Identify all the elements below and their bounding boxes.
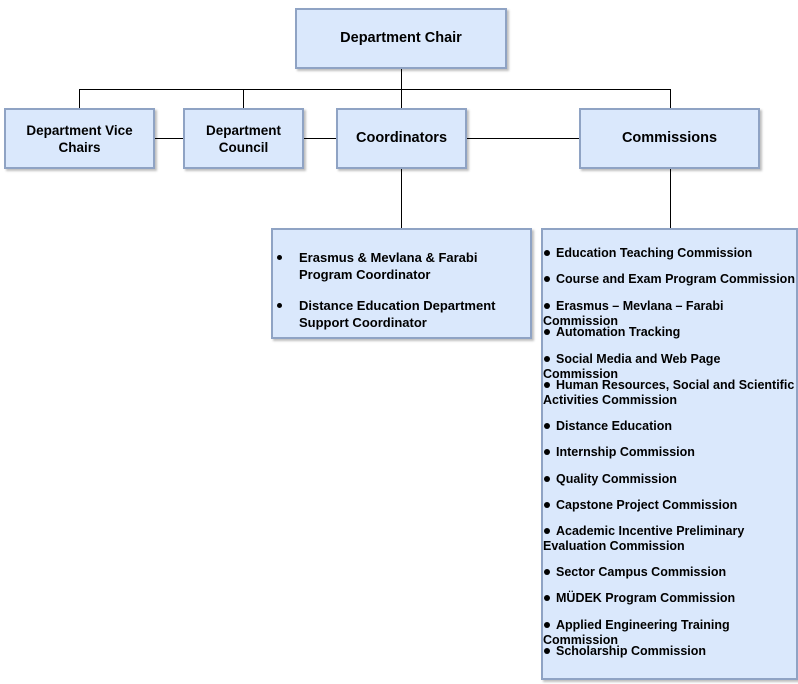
connector-to-council <box>243 89 244 108</box>
commission-item-label: Applied Engineering Training Commission <box>543 618 730 647</box>
bullet-icon <box>544 249 550 256</box>
commission-item-label: Academic Incentive Preliminary Evaluatio… <box>543 524 745 553</box>
department-council-node: Department Council <box>183 108 304 169</box>
list-item: Distance Education <box>543 419 796 434</box>
list-item: Internship Commission <box>543 445 796 460</box>
commission-item-label: Internship Commission <box>556 445 695 459</box>
commissions-label: Commissions <box>621 130 718 146</box>
bullet-icon <box>277 303 282 308</box>
bullet-icon <box>544 475 550 482</box>
connector-coordinators-list <box>401 168 402 228</box>
connector-to-coordinators <box>401 89 402 108</box>
commission-item-label: Automation Tracking <box>556 325 681 339</box>
commission-item-label: Erasmus – Mevlana – Farabi Commission <box>543 299 724 328</box>
coordinator-item-label: Distance Education Department Support Co… <box>299 298 496 330</box>
bullet-icon <box>544 302 550 309</box>
vice-chairs-label: Department Vice Chairs <box>26 122 133 155</box>
coordinators-list-box: Erasmus & Mevlana & Farabi Program Coord… <box>271 228 532 339</box>
commission-item-label: Distance Education <box>556 419 672 433</box>
commissions-node: Commissions <box>579 108 760 169</box>
list-item: Applied Engineering Training Commission <box>543 618 796 648</box>
bullet-icon <box>544 275 550 282</box>
connector-vice-council <box>155 138 183 139</box>
connector-to-commissions <box>670 89 671 108</box>
coordinators-label: Coordinators <box>355 130 448 146</box>
commissions-list-box: Education Teaching Commission Course and… <box>541 228 798 680</box>
bullet-icon <box>544 381 550 388</box>
connector-top-bus <box>79 89 670 90</box>
list-item: Scholarship Commission <box>543 644 796 659</box>
list-item: Course and Exam Program Commission <box>543 272 796 287</box>
connector-council-coordinators <box>303 138 337 139</box>
commission-item-label: Capstone Project Commission <box>556 498 738 512</box>
list-item: Sector Campus Commission <box>543 565 796 580</box>
bullet-icon <box>544 568 550 575</box>
connector-coordinators-commissions <box>466 138 580 139</box>
commission-item-label: Human Resources, Social and Scientific A… <box>543 378 795 407</box>
list-item: Human Resources, Social and Scientific A… <box>543 378 796 408</box>
connector-chair-down <box>401 68 402 89</box>
list-item: Capstone Project Commission <box>543 498 796 513</box>
commission-item-label: Scholarship Commission <box>556 644 707 658</box>
bullet-icon <box>544 527 550 534</box>
commission-item-label: Social Media and Web Page Commission <box>543 352 721 381</box>
list-item: Quality Commission <box>543 472 796 487</box>
bullet-icon <box>544 422 550 429</box>
connector-to-vice-chairs <box>79 89 80 108</box>
bullet-icon <box>277 255 282 260</box>
coordinator-item-label: Erasmus & Mevlana & Farabi Program Coord… <box>299 250 478 282</box>
commission-item-label: Education Teaching Commission <box>556 246 753 260</box>
commission-item-label: Quality Commission <box>556 472 677 486</box>
department-chair-node: Department Chair <box>295 8 507 69</box>
list-item: Erasmus – Mevlana – Farabi Commission <box>543 299 796 329</box>
list-item: MÜDEK Program Commission <box>543 591 796 606</box>
bullet-icon <box>544 501 550 508</box>
bullet-icon <box>544 594 550 601</box>
bullet-icon <box>544 328 550 335</box>
commission-item-label: Course and Exam Program Commission <box>556 272 795 286</box>
bullet-icon <box>544 621 550 628</box>
bullet-icon <box>544 448 550 455</box>
department-chair-label: Department Chair <box>340 30 462 46</box>
bullet-icon <box>544 355 550 362</box>
list-item: Distance Education Department Support Co… <box>273 297 530 331</box>
list-item: Automation Tracking <box>543 325 796 340</box>
list-item: Social Media and Web Page Commission <box>543 352 796 382</box>
vice-chairs-node: Department Vice Chairs <box>4 108 155 169</box>
bullet-icon <box>544 647 550 654</box>
commission-item-label: Sector Campus Commission <box>556 565 727 579</box>
department-council-label: Department Council <box>205 122 281 155</box>
commission-item-label: MÜDEK Program Commission <box>556 591 736 605</box>
list-item: Erasmus & Mevlana & Farabi Program Coord… <box>273 249 530 283</box>
list-item: Academic Incentive Preliminary Evaluatio… <box>543 524 796 554</box>
connector-commissions-list <box>670 168 671 228</box>
coordinators-node: Coordinators <box>336 108 467 169</box>
list-item: Education Teaching Commission <box>543 246 796 261</box>
